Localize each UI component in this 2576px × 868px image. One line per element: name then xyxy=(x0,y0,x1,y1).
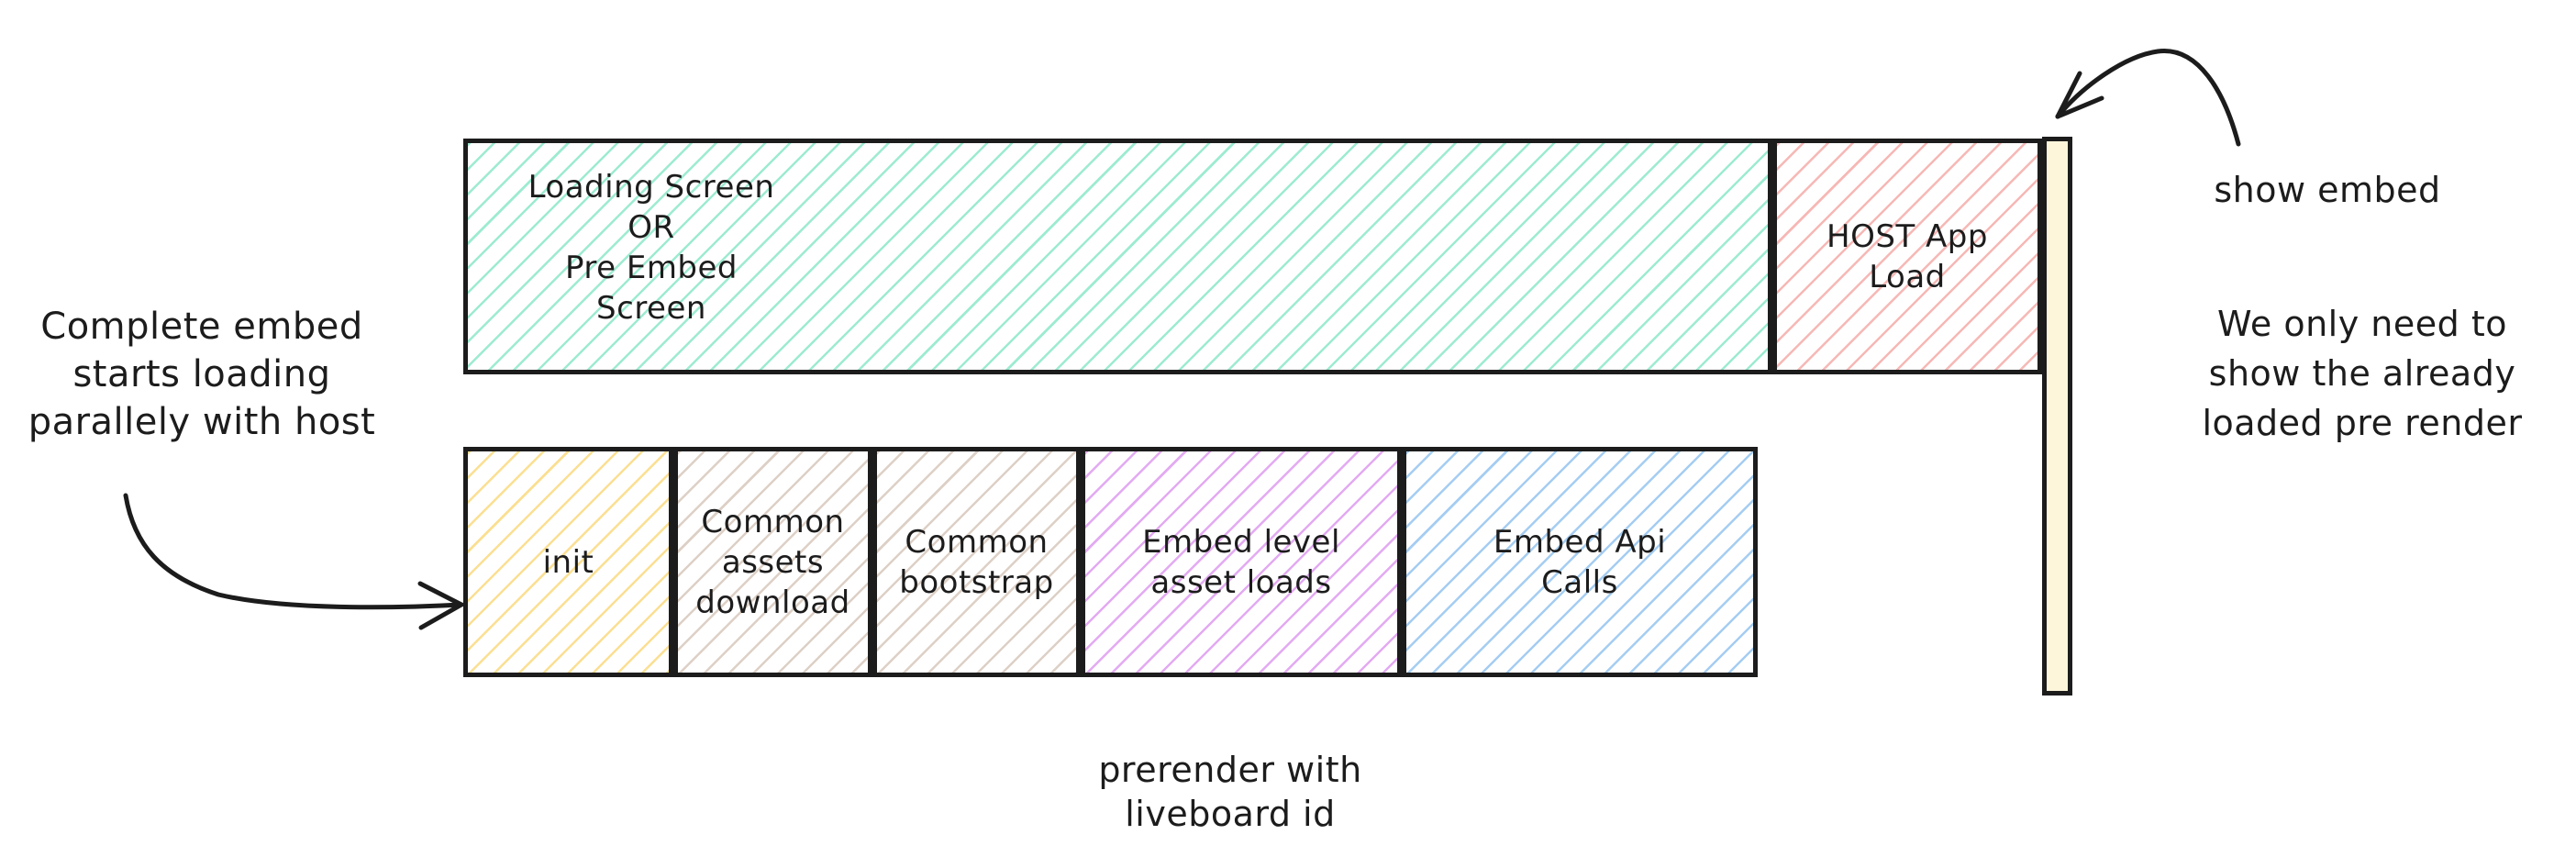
embed-api-calls-box: Embed Api Calls xyxy=(1402,447,1758,677)
bootstrap-label-line: bootstrap xyxy=(899,563,1054,601)
arrow-to-bar-barb-bottom xyxy=(2055,95,2104,119)
arrow-to-init-shaft xyxy=(123,493,464,610)
init-label-line: init xyxy=(542,543,594,581)
host-label-line: Load xyxy=(1869,258,1946,295)
host-app-load-box: HOST App Load xyxy=(1772,139,2042,374)
pre-embed-label-line: Pre Embed xyxy=(564,250,738,286)
common-bootstrap-label: Common bootstrap xyxy=(899,522,1053,603)
embed-api-label-line: Embed Api xyxy=(1493,523,1667,561)
embed-level-label-line: Embed level xyxy=(1142,523,1340,561)
arrow-to-init-barb-top xyxy=(417,581,464,607)
prerender-caption-line: liveboard id xyxy=(1125,794,1336,834)
host-app-load-label: HOST App Load xyxy=(1827,217,1988,297)
pre-render-note-line: We only need to xyxy=(2217,304,2507,344)
bootstrap-label-line: Common xyxy=(905,523,1049,561)
pre-render-note-line: loaded pre render xyxy=(2202,403,2523,443)
embed-level-label-line: asset loads xyxy=(1150,563,1332,601)
pre-embed-screen-box: Loading Screen OR Pre Embed Screen xyxy=(463,139,1772,374)
assets-label-line: assets xyxy=(721,543,825,581)
assets-label-line: Common xyxy=(701,503,845,540)
init-label: init xyxy=(543,542,594,583)
pre-embed-screen-label: Loading Screen OR Pre Embed Screen xyxy=(468,167,835,328)
complete-embed-note-line: Complete embed xyxy=(40,306,363,348)
embed-level-asset-loads-box: Embed level asset loads xyxy=(1081,447,1402,677)
prerender-caption: prerender with liveboard id xyxy=(1047,748,1414,836)
complete-embed-note-line: starts loading xyxy=(72,353,331,395)
complete-embed-note-line: parallely with host xyxy=(28,401,376,443)
embed-api-calls-label: Embed Api Calls xyxy=(1493,522,1666,603)
show-embed-label-line: show embed xyxy=(2214,170,2441,210)
common-assets-download-box: Common assets download xyxy=(673,447,872,677)
init-box: init xyxy=(463,447,673,677)
show-embed-bar xyxy=(2042,137,2072,696)
arrow-complete-embed-to-init xyxy=(123,493,464,630)
arrow-to-init-barb-bottom xyxy=(418,602,464,630)
embed-level-asset-loads-label: Embed level asset loads xyxy=(1142,522,1340,603)
embed-api-label-line: Calls xyxy=(1541,563,1618,601)
pre-embed-label-line: Screen xyxy=(596,290,706,327)
assets-label-line: download xyxy=(695,584,850,621)
host-label-line: HOST App xyxy=(1827,217,1988,255)
pre-embed-label-line: Loading Screen xyxy=(527,169,775,206)
common-assets-download-label: Common assets download xyxy=(695,502,849,623)
pre-render-note-line: show the already xyxy=(2208,353,2516,394)
show-embed-label: show embed xyxy=(2144,165,2511,215)
pre-render-note: We only need to show the already loaded … xyxy=(2156,299,2569,448)
arrow-to-bar-barb-top xyxy=(2055,71,2082,119)
arrow-to-bar-shaft xyxy=(2055,49,2241,147)
pre-embed-label-line: OR xyxy=(627,209,675,246)
prerender-caption-line: prerender with xyxy=(1098,750,1362,790)
complete-embed-note: Complete embed starts loading parallely … xyxy=(0,303,404,446)
common-bootstrap-box: Common bootstrap xyxy=(872,447,1081,677)
arrow-show-embed-to-bar xyxy=(2055,49,2241,147)
